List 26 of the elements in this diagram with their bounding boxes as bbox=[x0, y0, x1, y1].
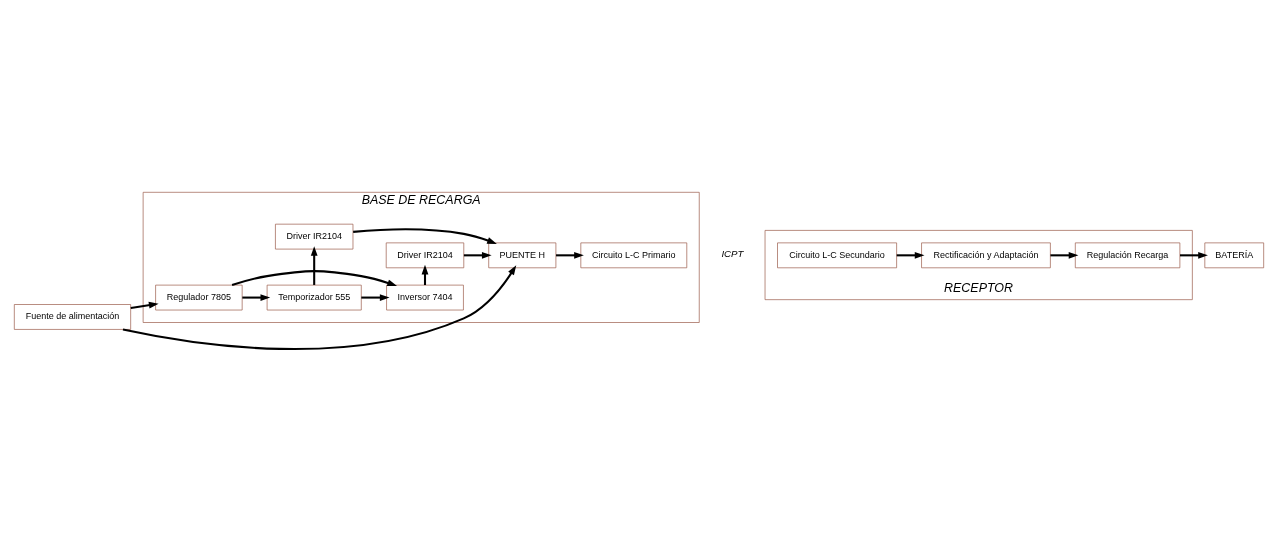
arrow bbox=[896, 251, 925, 259]
label: ICPT bbox=[721, 248, 744, 260]
arrow bbox=[310, 246, 318, 285]
node-box: Circuito L-C Primario bbox=[580, 242, 688, 269]
arrow bbox=[463, 251, 492, 259]
node-box: Regulación Recarga bbox=[1074, 242, 1181, 269]
arrow bbox=[122, 265, 517, 350]
arrow bbox=[1050, 251, 1079, 259]
arrow bbox=[130, 301, 159, 310]
node-box: Circuito L-C Secundario bbox=[777, 242, 897, 269]
node-box: BATERÍA bbox=[1204, 242, 1265, 269]
arrow bbox=[361, 294, 390, 301]
arrow bbox=[353, 228, 497, 244]
node-box: Driver IR2104 bbox=[275, 223, 354, 250]
node-box: Temporizador 555 bbox=[266, 284, 362, 311]
arrow bbox=[556, 251, 584, 259]
node-box: PUENTE H bbox=[488, 242, 557, 269]
node-box: Inversor 7404 bbox=[386, 284, 464, 311]
node-box: Fuente de alimentación bbox=[13, 304, 131, 330]
node-box: Rectificación y Adaptación bbox=[921, 242, 1051, 269]
arrow bbox=[1180, 251, 1208, 259]
node-box: Regulador 7805 bbox=[155, 284, 243, 311]
arrow bbox=[421, 264, 429, 286]
node-box: Driver IR2104 bbox=[385, 242, 465, 269]
arrow bbox=[231, 270, 398, 287]
arrow bbox=[242, 294, 271, 301]
